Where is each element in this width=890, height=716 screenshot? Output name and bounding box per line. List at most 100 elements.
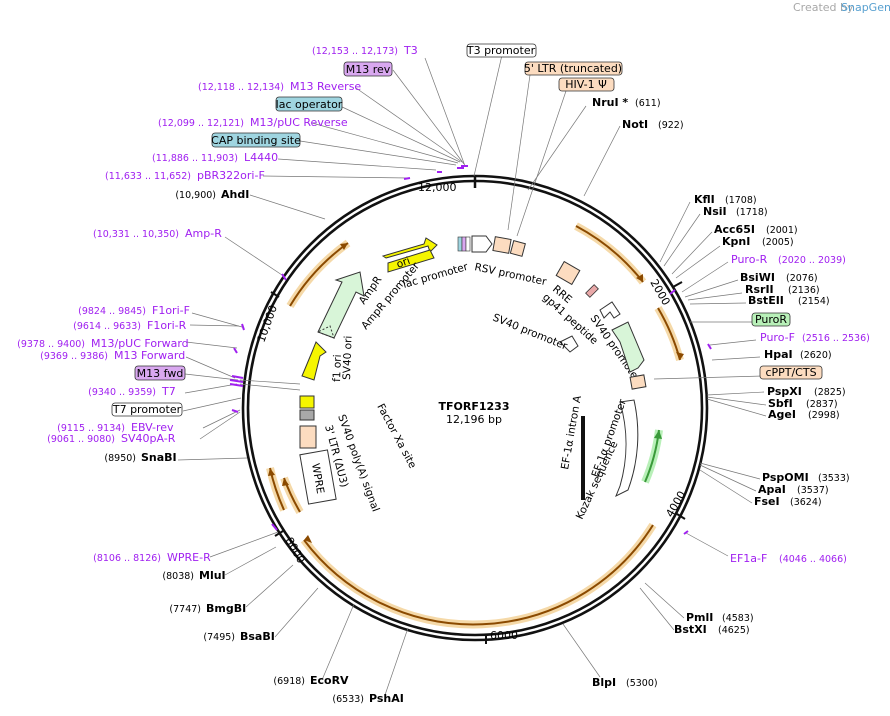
enzyme-pos-agei: (2998): [808, 410, 840, 421]
box-puror[interactable]: PuroR: [751, 312, 791, 327]
ef1a-intron-label: EF-1α intron A: [559, 394, 584, 471]
box-hiv-psi-text: HIV-1 Ψ: [565, 78, 607, 91]
ori-feature: [381, 237, 438, 259]
primer-name-pbr322ori-f: pBR322ori-F: [197, 169, 265, 182]
factor-xa-label: Factor Xa site: [374, 402, 418, 471]
rsv-promoter-arrow: [471, 235, 493, 253]
box-lac-operator[interactable]: lac operator: [275, 96, 343, 112]
tick-8000: [274, 530, 284, 537]
primer-range-m13-forward: (9369 .. 9386): [40, 351, 108, 362]
enzyme-name-sbfi: SbfI: [768, 397, 793, 410]
primer-name-puro-r: Puro-R: [731, 253, 768, 266]
primer-range-f1ori-f: (9824 .. 9845): [78, 306, 146, 317]
primer-range-sv40pa-r: (9061 .. 9080): [47, 434, 115, 445]
enzyme-name-snabi: SnaBI: [141, 451, 177, 464]
enzyme-pos-noti: (922): [658, 120, 684, 131]
primer-range-m13-puc-reverse: (12,099 .. 12,121): [158, 118, 244, 129]
enzyme-pos-fsei: (3624): [790, 497, 822, 508]
ampr-promoter-mark: [316, 325, 335, 339]
t3-promoter-mark: [465, 236, 471, 252]
ltr-5-box: [492, 236, 512, 254]
box-cap-binding-site-text: CAP binding site: [211, 134, 301, 147]
sv40-polya-box: [299, 409, 315, 421]
leader-lines: [177, 54, 767, 696]
ampr-arrow: [317, 271, 365, 339]
enzyme-name-bsabi: BsaBI: [240, 630, 275, 643]
plasmid-name: TFORF1233: [439, 400, 510, 413]
enzyme-pos-bstxi: (4625): [718, 625, 750, 636]
box-puror-text: PuroR: [755, 313, 787, 326]
enzyme-name-nsii: NsiI: [703, 205, 727, 218]
enzyme-pos-bsiwi: (2076): [786, 273, 818, 284]
primer-name-t7: T7: [161, 385, 176, 398]
sv40-promoter-label-2: SV40 promoter: [491, 312, 570, 353]
sv40-ori-box: [299, 395, 315, 409]
tick-label-12000: 12,000: [418, 181, 457, 194]
box-ltr-5-text: 5' LTR (truncated): [524, 62, 622, 75]
enzyme-pos-ahdi: (10,900): [175, 190, 216, 201]
wpre-box: [299, 449, 337, 505]
enzyme-pos-nsii: (1718): [736, 207, 768, 218]
enzyme-pos-pspxi: (2825): [814, 387, 846, 398]
enzyme-name-bmgbi: BmgBI: [206, 602, 246, 615]
ltr-3-box: [299, 425, 317, 449]
hiv-psi-box: [509, 240, 526, 257]
box-hiv-psi[interactable]: HIV-1 Ψ: [558, 77, 615, 92]
feature-arc-orange-left-top: [286, 239, 351, 309]
cppt-box: [629, 374, 647, 390]
plasmid-length: 12,196 bp: [446, 413, 502, 426]
box-m13-rev[interactable]: M13 rev: [343, 61, 393, 77]
enzyme-name-mlui: MluI: [199, 569, 226, 582]
enzyme-name-pshai: PshAI: [369, 692, 404, 705]
enzymes-left: (10,900) AhdI (8950) SnaBI (8038) MluI (…: [104, 188, 403, 705]
enzyme-pos-nrui: (611): [635, 98, 661, 109]
enzyme-pos-mlui: (8038): [162, 571, 194, 582]
f1-ori-label: f1 ori: [331, 354, 344, 382]
primer-range-pbr322ori-f: (11,633 .. 11,652): [105, 171, 191, 182]
enzyme-name-acc65i: Acc65I: [714, 223, 755, 236]
enzyme-name-pspomi: PspOMI: [762, 471, 809, 484]
box-lac-operator-text: lac operator: [276, 98, 343, 111]
primer-name-l4440: L4440: [244, 151, 278, 164]
primer-range-f1ori-r: (9614 .. 9633): [73, 321, 141, 332]
box-m13-fwd[interactable]: M13 fwd: [134, 365, 186, 381]
enzyme-name-apai: ApaI: [758, 483, 786, 496]
enzyme-pos-blpi: (5300): [626, 678, 658, 689]
box-cppt[interactable]: cPPT/CTS: [759, 365, 823, 380]
primer-range-t7: (9340 .. 9359): [88, 387, 156, 398]
primer-range-l4440: (11,886 .. 11,903): [152, 153, 238, 164]
primer-range-puro-f: (2516 .. 2536): [802, 333, 870, 344]
box-t7-promoter[interactable]: T7 promoter: [111, 402, 183, 417]
feature-arc-orange-bottom: [300, 522, 657, 629]
feature-arc-orange-right-top: [574, 222, 647, 285]
ef1a-promoter-arrow: [615, 399, 639, 498]
primer-name-f1ori-f: F1ori-F: [152, 304, 190, 317]
primer-name-t3: T3: [403, 44, 418, 57]
enzyme-pos-pshai: (6533): [332, 694, 364, 705]
f1-ori-arrow: [301, 341, 327, 381]
primer-name-m13-puc-reverse: M13/pUC Reverse: [250, 116, 348, 129]
enzyme-pos-bsteii: (2154): [798, 296, 830, 307]
ori-feature-shape: [387, 249, 435, 273]
enzyme-pos-kfli: (1708): [725, 195, 757, 206]
enzyme-name-rsrii: RsrII: [745, 283, 774, 296]
box-t3-promoter[interactable]: T3 promoter: [466, 43, 537, 58]
gp41-box: [585, 284, 599, 298]
enzyme-pos-ecorv: (6918): [273, 676, 305, 687]
box-ltr-5[interactable]: 5' LTR (truncated): [524, 61, 623, 76]
enzyme-pos-snabi: (8950): [104, 453, 136, 464]
primer-name-ebv-rev: EBV-rev: [131, 421, 174, 434]
primer-range-ebv-rev: (9115 .. 9134): [57, 423, 125, 434]
primer-name-ef1a-f: EF1a-F: [730, 552, 767, 565]
tick-label-6000: 6000: [490, 629, 518, 642]
box-cap-binding-site[interactable]: CAP binding site: [211, 132, 301, 148]
primer-range-ef1a-f: (4046 .. 4066): [779, 554, 847, 565]
enzyme-name-noti: NotI: [622, 118, 648, 131]
tick-10000: [270, 291, 280, 298]
enzyme-name-fsei: FseI: [754, 495, 780, 508]
enzyme-name-bstxi: BstXI: [674, 623, 707, 636]
enzyme-name-kfli: KflI: [694, 193, 715, 206]
snapgene-logo-text: SnapGene: [841, 1, 890, 14]
enzyme-name-bsiwi: BsiWI: [740, 271, 775, 284]
